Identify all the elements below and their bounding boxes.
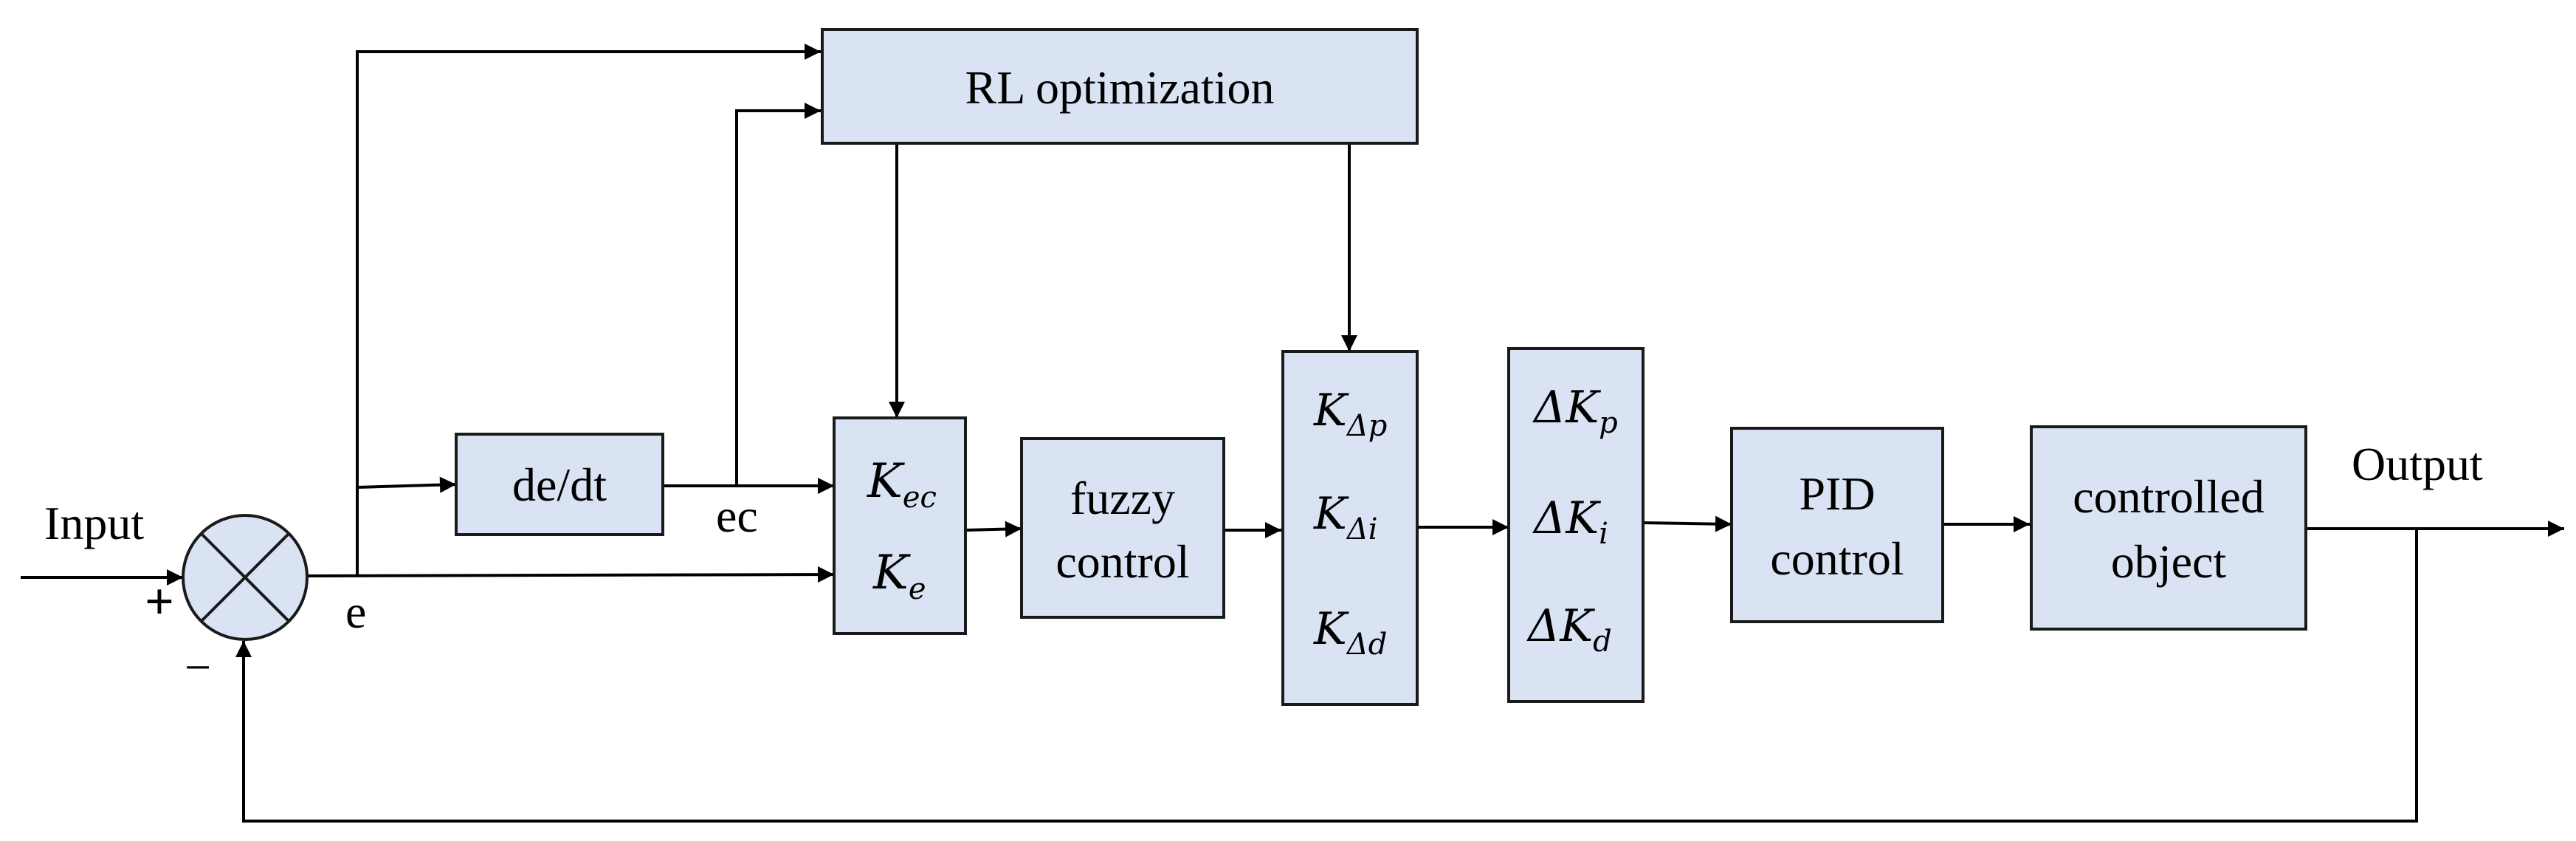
delta-kp-label: ΔKp bbox=[1532, 382, 1618, 440]
error-change-label: ec bbox=[716, 490, 758, 542]
scaling-factor-block: Kec Ke bbox=[833, 416, 967, 635]
connection-wires bbox=[21, 44, 2564, 823]
wire-feedback bbox=[235, 529, 2418, 823]
wire-delta-to-pid bbox=[1642, 515, 1732, 532]
plant-label-line1: controlled bbox=[2073, 470, 2264, 523]
fuzzy-control-block: fuzzy control bbox=[1020, 437, 1225, 619]
k-delta-i-label: KΔi bbox=[1313, 488, 1378, 546]
delta-gains-block: ΔKp ΔKi ΔKd bbox=[1507, 347, 1645, 703]
wire-e-to-rl bbox=[356, 44, 821, 576]
pid-label-line1: PID bbox=[1799, 467, 1875, 520]
summing-junction bbox=[182, 514, 309, 641]
derivative-block: de/dt bbox=[455, 433, 664, 536]
wire-e-to-derivative bbox=[357, 476, 457, 493]
rl-optimization-label: RL optimization bbox=[965, 61, 1275, 114]
ke-label: Ke bbox=[872, 546, 926, 606]
plus-sign: + bbox=[145, 574, 174, 631]
minus-sign: − bbox=[185, 641, 211, 693]
k-delta-d-label: KΔd bbox=[1313, 603, 1387, 662]
derivative-label: de/dt bbox=[512, 459, 607, 511]
pid-label-line2: control bbox=[1770, 532, 1904, 585]
fuzzy-label-line1: fuzzy bbox=[1070, 472, 1175, 524]
input-label: Input bbox=[44, 497, 144, 549]
output-label: Output bbox=[2352, 438, 2483, 490]
error-label: e bbox=[345, 586, 366, 638]
controlled-object-block: controlled object bbox=[2030, 425, 2307, 631]
plant-label-line2: object bbox=[2111, 535, 2227, 588]
rl-optimization-block: RL optimization bbox=[821, 28, 1419, 145]
kec-label: Kec bbox=[867, 454, 937, 515]
wire-ec-to-rl bbox=[735, 103, 821, 486]
wire-e-to-ke bbox=[306, 566, 835, 583]
factor-gains-block: KΔp KΔi KΔd bbox=[1281, 350, 1419, 706]
delta-ki-label: ΔKi bbox=[1532, 492, 1608, 551]
pid-control-block: PID control bbox=[1730, 427, 1944, 623]
fuzzy-label-line2: control bbox=[1055, 535, 1189, 588]
wire-scaling-to-fuzzy bbox=[965, 521, 1022, 538]
delta-kd-label: ΔKd bbox=[1526, 600, 1612, 659]
k-delta-p-label: KΔp bbox=[1313, 385, 1387, 443]
